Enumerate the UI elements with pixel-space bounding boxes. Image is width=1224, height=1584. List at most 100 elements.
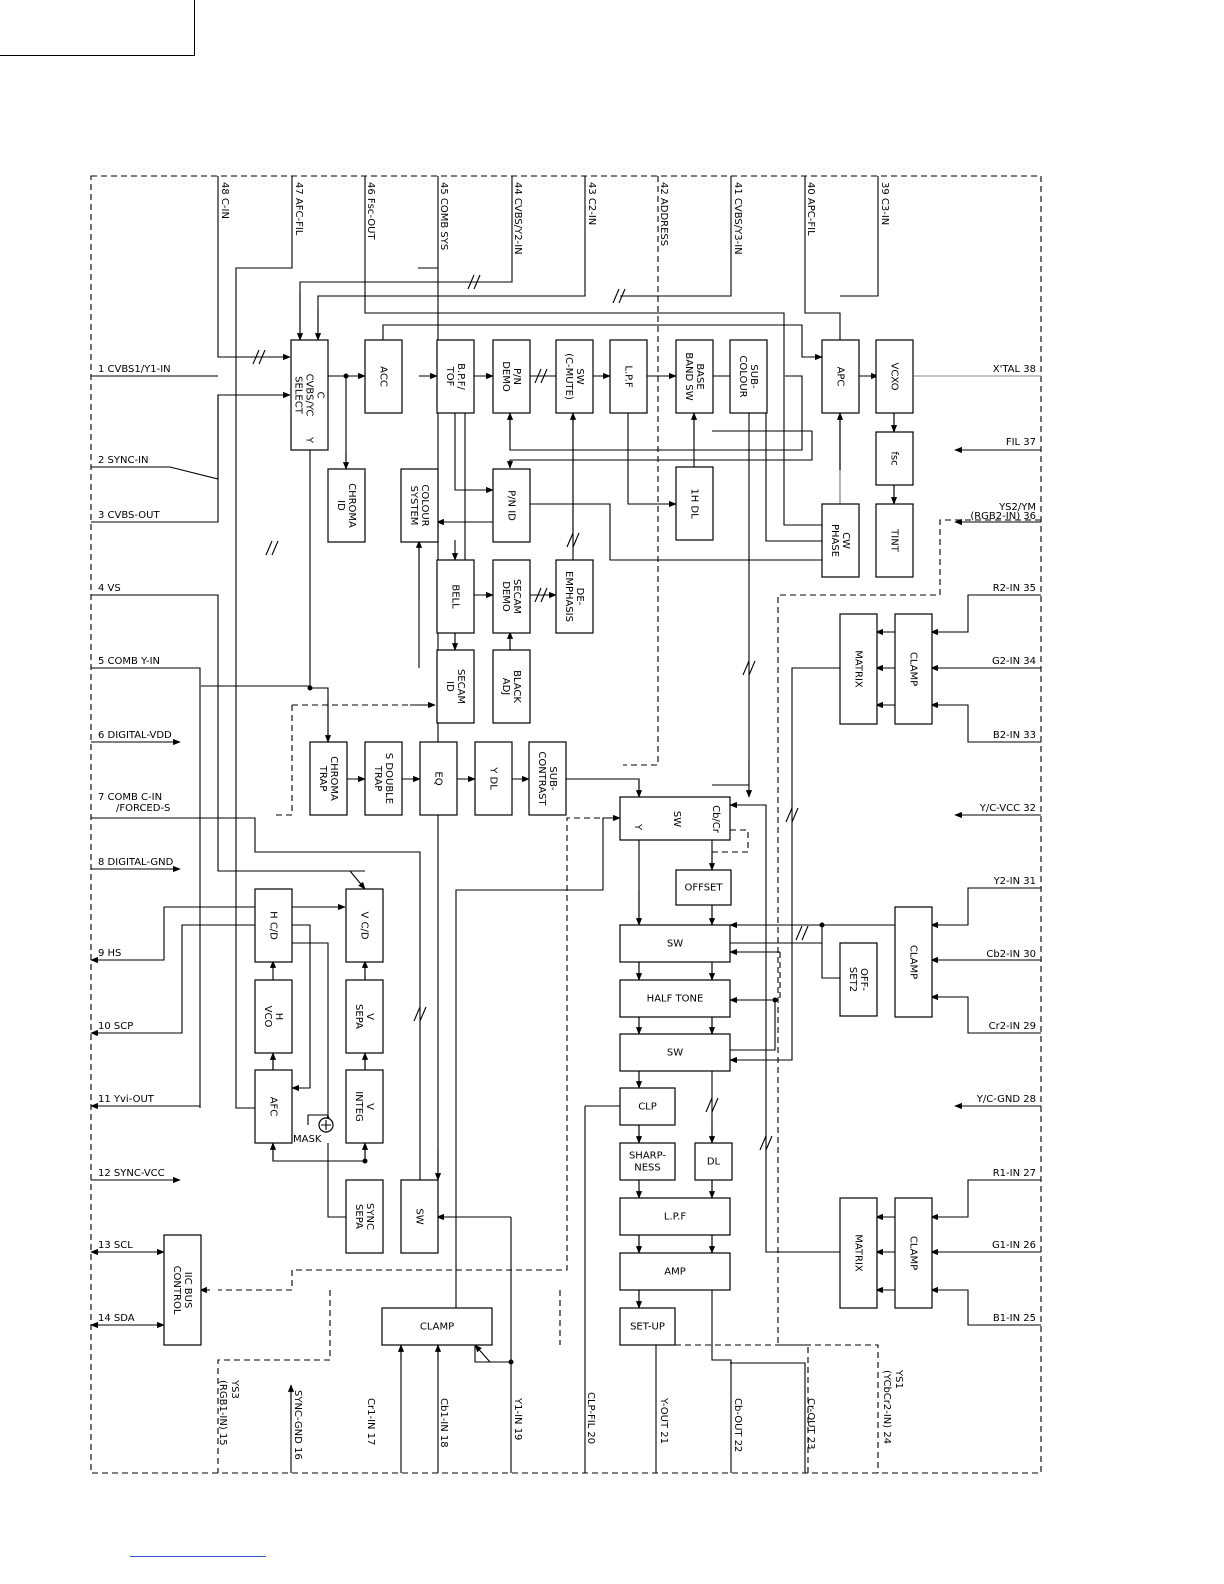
iic-bus-label: IIC BUS bbox=[182, 1272, 193, 1309]
y-dl-block bbox=[474, 741, 513, 816]
pin-right-label: X'TAL 38 bbox=[993, 364, 1036, 375]
clamp-in-label: CLAMP bbox=[420, 1322, 454, 1333]
sw-main-y-label: Y bbox=[632, 823, 643, 831]
pn-id-block bbox=[492, 468, 531, 543]
pin-top-label: 45 COMB SYS bbox=[438, 182, 449, 250]
pin-right-label: Y2-IN 31 bbox=[993, 876, 1036, 887]
pin-left-label: 14 SDA bbox=[98, 1313, 135, 1324]
bus-slashes bbox=[252, 274, 809, 1151]
pn-demo-label: P/N bbox=[511, 368, 522, 385]
cvbs-select-y-label: Y bbox=[304, 436, 315, 444]
black-adj-label: ADJ bbox=[500, 678, 511, 696]
pin-left-label: 10 SCP bbox=[98, 1021, 133, 1032]
v-integ-label: V bbox=[364, 1103, 375, 1110]
sharpness-label: NESS bbox=[634, 1163, 661, 1174]
pin-left-label: 7 COMB C-IN bbox=[98, 792, 162, 803]
cw-phase-block bbox=[821, 503, 860, 578]
lpf-chroma-block bbox=[609, 339, 648, 414]
eq-block bbox=[419, 741, 458, 816]
secam-id-label: SECAM bbox=[455, 669, 466, 704]
pin-right-label: (RGB2-IN) 36 bbox=[970, 511, 1036, 522]
v-cd-label: V C/D bbox=[359, 911, 370, 939]
fsc-block bbox=[875, 431, 914, 486]
chroma-id-label: ID bbox=[335, 500, 346, 511]
pin-top-label: 47 AFC-FIL bbox=[293, 182, 304, 236]
colour-system-block bbox=[400, 468, 439, 543]
amp-block bbox=[619, 1252, 731, 1291]
sw3-block bbox=[619, 1033, 731, 1072]
clamp-rgb2-label: CLAMP bbox=[908, 652, 919, 686]
sw-cmute-label: SW bbox=[574, 368, 585, 384]
iic-bus-block bbox=[163, 1234, 202, 1346]
offset2-label: SET2 bbox=[847, 967, 858, 992]
pin-bottom-label: YS3 bbox=[229, 1379, 240, 1399]
pin-bottom-label: Y1-IN 19 bbox=[512, 1397, 523, 1440]
pin-top-label: 48 C-IN bbox=[219, 182, 230, 219]
pin-bottom-label: Cr1-IN 17 bbox=[365, 1398, 376, 1445]
sw-sync-block bbox=[400, 1179, 439, 1254]
clamp-ycbcr2-label: CLAMP bbox=[908, 945, 919, 979]
amp-label: AMP bbox=[664, 1267, 686, 1278]
sw-cmute-label: (C-MUTE) bbox=[563, 353, 574, 400]
secam-demo-label: SECAM bbox=[511, 579, 522, 614]
matrix-rgb2-block bbox=[839, 613, 878, 725]
offset-label: OFFSET bbox=[685, 883, 724, 894]
pin-left-label: /FORCED-S bbox=[116, 803, 170, 814]
sync-sepa-label: SYNC bbox=[364, 1203, 375, 1230]
matrix-rgb1-block bbox=[839, 1197, 878, 1309]
s-double-trap-block bbox=[364, 741, 403, 816]
pin-left-label: 4 VS bbox=[98, 583, 121, 594]
sharpness-block bbox=[619, 1142, 676, 1181]
pin-top-label: 46 Fsc-OUT bbox=[365, 182, 376, 240]
offset-block bbox=[675, 869, 732, 906]
pin-bottom-label: (RGB1-IN) 15 bbox=[217, 1380, 228, 1446]
pin-right-label: G2-IN 34 bbox=[992, 656, 1036, 667]
sync-sepa-label: SEPA bbox=[353, 1204, 364, 1229]
arrowheads bbox=[90, 292, 1041, 1420]
tint-label: TINT bbox=[889, 528, 900, 553]
de-emphasis-label: EMPHASIS bbox=[563, 571, 574, 622]
sync-sepa-block bbox=[345, 1179, 384, 1254]
v-integ-block bbox=[345, 1069, 384, 1144]
pin-bottom-label: YS1 bbox=[893, 1369, 904, 1389]
pin-left-label: 8 DIGITAL-GND bbox=[98, 857, 174, 868]
colour-system-label: COLOUR bbox=[419, 484, 430, 526]
clamp-in-block bbox=[381, 1307, 493, 1346]
pin-left-label: 3 CVBS-OUT bbox=[98, 510, 160, 521]
base-band-sw-label: BAND SW bbox=[683, 352, 694, 400]
clp-label: CLP bbox=[638, 1102, 657, 1113]
clamp-rgb2-block bbox=[894, 613, 933, 725]
pin-left-label: 1 CVBS1/Y1-IN bbox=[98, 364, 171, 375]
sub-contrast-label: CONTRAST bbox=[536, 751, 547, 806]
offset2-label: OFF- bbox=[858, 968, 869, 991]
pin-right-label: R1-IN 27 bbox=[993, 1168, 1036, 1179]
sub-contrast-block bbox=[528, 741, 567, 816]
v-sepa-label: V bbox=[364, 1013, 375, 1020]
black-adj-block bbox=[492, 649, 531, 724]
sw-main-cbcr-label: Cb/Cr bbox=[710, 805, 721, 834]
v-cd-block bbox=[345, 888, 384, 963]
pin-left-label: 11 Yvi-OUT bbox=[98, 1094, 155, 1105]
de-emphasis-block bbox=[555, 559, 594, 634]
s-double-trap-label: TRAP bbox=[372, 765, 383, 792]
tint-block bbox=[875, 503, 914, 578]
sw3-label: SW bbox=[667, 1048, 683, 1059]
chroma-trap-label: TRAP bbox=[317, 765, 328, 792]
v-sepa-label: SEPA bbox=[353, 1004, 364, 1029]
base-band-sw-block bbox=[675, 339, 714, 414]
pin-bottom-label: Cr-OUT 23 bbox=[805, 1398, 816, 1450]
cw-phase-label: CW bbox=[840, 532, 851, 549]
setup-label: SET-UP bbox=[630, 1322, 665, 1333]
pin-top-label: 42 ADDRESS bbox=[658, 182, 669, 246]
afc-label: AFC bbox=[268, 1097, 279, 1117]
dl-label: DL bbox=[707, 1157, 721, 1168]
bpf-tof-label: B.P.F/ bbox=[455, 363, 466, 390]
matrix-rgb2-label: MATRIX bbox=[853, 650, 864, 688]
cvbs-select-block bbox=[290, 339, 329, 451]
sw-sync-label: SW bbox=[414, 1208, 425, 1224]
clamp-ycbcr2-block bbox=[894, 906, 933, 1018]
offset2-block bbox=[839, 942, 878, 1017]
pin-right-label: FIL 37 bbox=[1006, 437, 1036, 448]
